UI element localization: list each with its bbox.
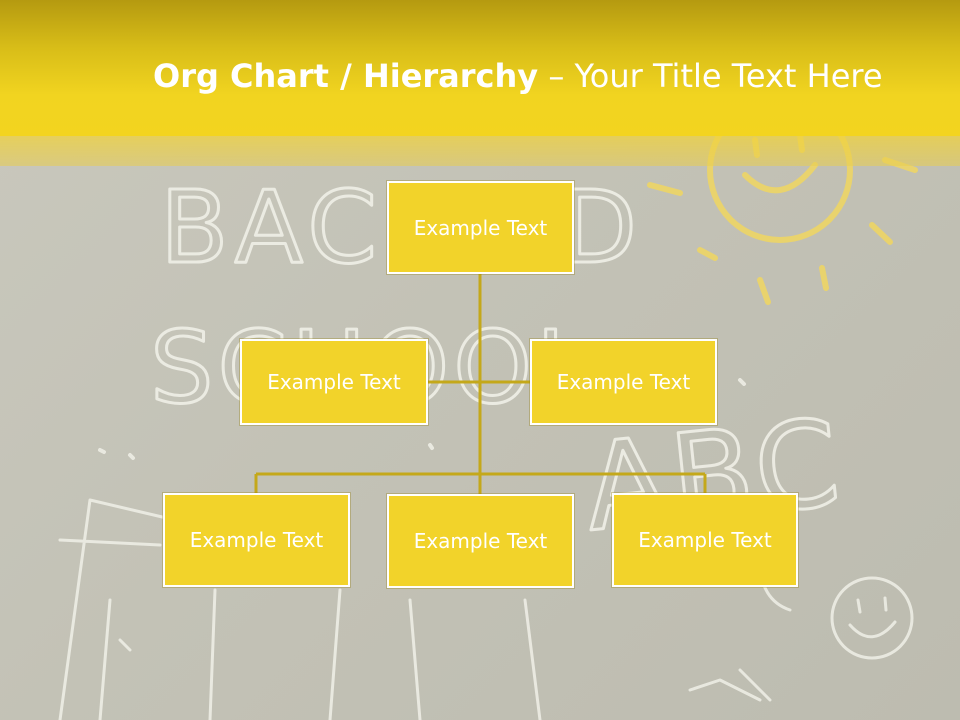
chalk-scribble (58, 498, 542, 720)
org-node-child-2[interactable]: Example Text (387, 494, 574, 588)
org-node-child-1[interactable]: Example Text (163, 493, 350, 587)
chalk-scribble-2 (688, 668, 772, 702)
title-bar (0, 0, 960, 136)
chalk-text-back: BAC (160, 169, 383, 286)
org-node-assistant-left[interactable]: Example Text (240, 339, 428, 425)
slide-title-rest: – Your Title Text Here (538, 57, 883, 95)
org-node-child-3[interactable]: Example Text (612, 493, 798, 587)
chalk-smiley-small (830, 576, 914, 660)
org-node-assistant-right[interactable]: Example Text (530, 339, 717, 425)
slide-title-bold: Org Chart / Hierarchy (153, 57, 539, 95)
org-node-root[interactable]: Example Text (387, 181, 574, 274)
title-bar-fade (0, 136, 960, 166)
slide-title: Org Chart / Hierarchy – Your Title Text … (153, 54, 883, 98)
